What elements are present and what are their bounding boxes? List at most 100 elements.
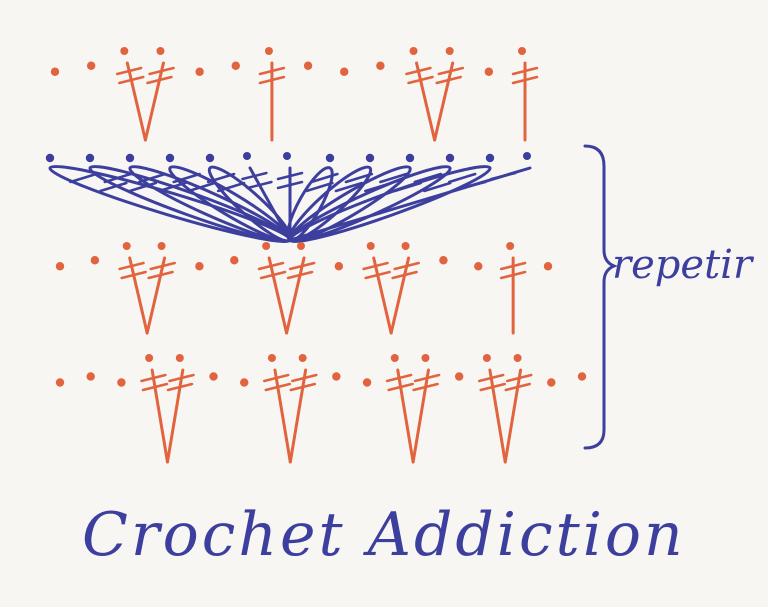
stitch-crossbar	[412, 382, 439, 392]
stitch-crossbar	[289, 382, 317, 392]
stitch-crossbar	[447, 172, 477, 184]
stitch-crossbar	[241, 171, 268, 181]
chain-stitch-mark	[209, 372, 218, 381]
stitch-crossbar	[206, 172, 236, 184]
chain-stitch-mark	[474, 262, 483, 271]
stitch-crossbar	[506, 373, 533, 383]
stitch-crossbar	[148, 66, 175, 76]
chain-stitch-mark	[117, 378, 126, 387]
stitch-crossbar	[499, 261, 527, 271]
stitch-crossbar	[69, 172, 98, 184]
stitch-crossbar	[407, 75, 434, 85]
stitch-crossbar	[140, 373, 167, 383]
chain-stitch-mark	[50, 67, 60, 76]
stitch-crossbar	[511, 75, 539, 85]
stitch-crossbar	[172, 172, 201, 184]
stitch-crossbar	[258, 66, 286, 76]
stitch-crossbar	[479, 382, 506, 392]
stitch-top-dot	[157, 242, 166, 250]
chain-stitch-mark	[195, 262, 204, 271]
double-stitch-mark	[488, 368, 507, 464]
stitch-top-dot	[445, 153, 455, 163]
chain-stitch-mark	[86, 372, 95, 381]
stitch-crossbar	[99, 181, 128, 193]
chain-stitch-mark	[303, 61, 313, 70]
stitch-top-dot	[267, 354, 276, 362]
stitch-crossbar	[490, 171, 517, 181]
double-stitch-mark	[433, 61, 455, 142]
stitch-top-dot	[421, 354, 430, 362]
double-stitch-mark	[128, 256, 149, 335]
stitch-crossbar	[511, 66, 539, 76]
chain-stitch-mark	[334, 262, 344, 271]
chain-stitch-mark	[547, 378, 556, 387]
double-stitch-mark	[145, 256, 167, 335]
stitch-top-dot	[409, 47, 418, 55]
stitch-crossbar	[344, 172, 374, 184]
double-stitch-mark	[285, 256, 306, 335]
repeat-bracket	[583, 144, 619, 450]
double-stitch-mark	[389, 256, 411, 335]
chain-stitch-mark	[543, 262, 553, 271]
stitch-top-dot	[506, 242, 515, 250]
stitch-top-dot	[405, 153, 415, 163]
stitch-crossbar	[141, 382, 169, 392]
stitch-top-dot	[325, 153, 335, 163]
stitch-top-dot	[523, 152, 531, 160]
stitch-crossbar	[379, 172, 408, 184]
double-stitch-mark	[150, 368, 169, 464]
double-stitch-mark	[248, 166, 292, 242]
stitch-crossbar	[393, 261, 420, 271]
stitch-top-dot	[156, 47, 165, 55]
stitch-crossbar	[246, 180, 273, 190]
double-stitch-mark	[165, 368, 185, 464]
stitch-crossbar	[437, 66, 465, 76]
stitch-crossbar	[147, 270, 174, 280]
chain-stitch-mark	[376, 61, 385, 70]
stitch-crossbar	[413, 373, 441, 383]
stitch-crossbar	[115, 66, 143, 76]
double-stitch-mark	[411, 368, 430, 464]
stitch-crossbar	[291, 373, 318, 383]
stitch-crossbar	[128, 181, 158, 193]
stitch-top-dot	[518, 47, 526, 55]
chain-stitch-mark	[332, 372, 341, 381]
chain-stitch-mark	[195, 67, 204, 76]
signature: Crochet Addiction	[82, 500, 686, 570]
stitch-crossbar	[477, 373, 505, 383]
chain-stitch-mark	[362, 378, 372, 387]
chain-stitch-mark	[55, 262, 65, 271]
stitch-top-dot	[401, 242, 410, 250]
stitch-top-dot	[283, 152, 291, 160]
repeat-label: repetir	[612, 242, 753, 288]
stitch-crossbar	[168, 373, 195, 383]
stitch-crossbar	[137, 172, 167, 184]
double-stitch-mark	[288, 368, 308, 464]
stitch-crossbar	[276, 171, 304, 181]
stitch-crossbar	[118, 75, 145, 85]
stitch-top-dot	[125, 153, 135, 163]
stitch-row	[55, 354, 587, 464]
chain-stitch-mark	[454, 372, 464, 381]
stitch-top-dot	[513, 354, 522, 362]
double-stitch-mark	[372, 256, 393, 335]
stitch-top-dot	[366, 242, 375, 250]
stitch-crossbar	[460, 180, 487, 190]
stitch-crossbar	[499, 270, 527, 280]
stitch-top-dot	[205, 153, 215, 163]
stitch-crossbar	[385, 373, 413, 383]
stitch-top-dot	[445, 47, 454, 55]
chain-stitch-mark	[340, 67, 349, 76]
stitch-row	[55, 242, 553, 335]
stitch-top-dot	[262, 242, 271, 250]
stitch-top-dot	[145, 354, 154, 362]
stitch-crossbar	[413, 172, 443, 184]
chain-stitch-mark	[439, 256, 448, 265]
stitch-crossbar	[276, 180, 304, 190]
chain-stitch-mark	[484, 67, 494, 76]
stitch-crossbar	[149, 261, 176, 271]
double-stitch-mark	[288, 166, 532, 242]
stitch-crossbar	[305, 181, 334, 193]
